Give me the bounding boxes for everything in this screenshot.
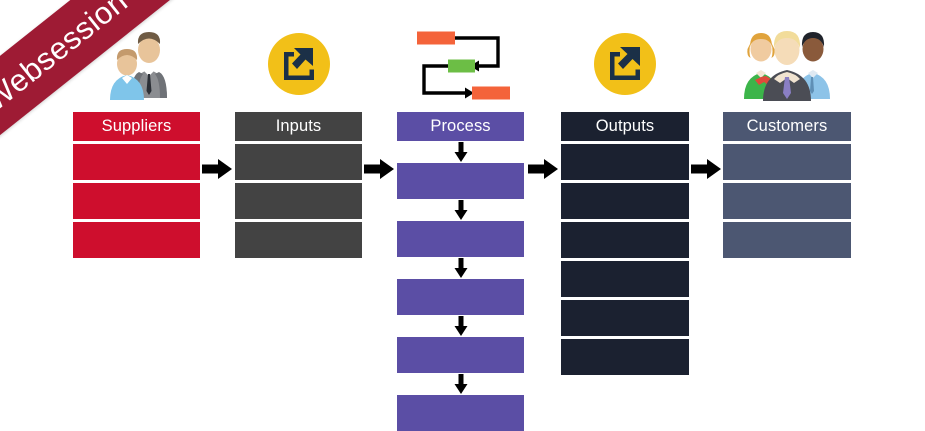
- customers-cell-3[interactable]: [723, 222, 851, 258]
- suppliers-cell-2[interactable]: [73, 183, 200, 219]
- process-flow-arrow-4: [397, 315, 524, 337]
- process-flow-arrow-5: [397, 373, 524, 395]
- column-header-suppliers: Suppliers: [73, 112, 200, 141]
- inputs-cell-1[interactable]: [235, 144, 362, 180]
- process-flow-arrow-3: [397, 257, 524, 279]
- outputs-icon-slot: [561, 24, 688, 104]
- column-inputs: Inputs: [235, 112, 362, 258]
- connector-arrow-outputs-customers: [691, 157, 721, 181]
- suppliers-cell-1[interactable]: [73, 144, 200, 180]
- import-arrow-icon: [267, 33, 330, 95]
- outputs-cell-6[interactable]: [561, 339, 689, 375]
- column-process: Process: [397, 112, 524, 431]
- suppliers-icon-slot: [73, 24, 200, 104]
- customers-cell-2[interactable]: [723, 183, 851, 219]
- businessperson-icon: [109, 32, 167, 100]
- column-header-outputs: Outputs: [561, 112, 689, 141]
- process-cell-1[interactable]: [397, 163, 524, 199]
- column-header-inputs: Inputs: [235, 112, 362, 141]
- suppliers-cell-3[interactable]: [73, 222, 200, 258]
- connector-arrow-inputs-process: [364, 157, 394, 181]
- connector-arrow-process-outputs: [528, 157, 558, 181]
- process-cell-2[interactable]: [397, 221, 524, 257]
- outputs-cell-5[interactable]: [561, 300, 689, 336]
- outputs-cell-2[interactable]: [561, 183, 689, 219]
- customers-icon-slot: [723, 24, 850, 104]
- inputs-icon-slot: [235, 24, 362, 104]
- outputs-cell-1[interactable]: [561, 144, 689, 180]
- column-outputs: Outputs: [561, 112, 689, 375]
- column-suppliers: Suppliers: [73, 112, 200, 258]
- outputs-cell-4[interactable]: [561, 261, 689, 297]
- column-customers: Customers: [723, 112, 851, 258]
- column-header-process: Process: [397, 112, 524, 141]
- process-flow-arrow-1: [397, 141, 524, 163]
- process-cell-4[interactable]: [397, 337, 524, 373]
- process-cell-3[interactable]: [397, 279, 524, 315]
- outputs-cell-3[interactable]: [561, 222, 689, 258]
- process-flow-arrow-2: [397, 199, 524, 221]
- export-arrow-icon: [593, 33, 656, 95]
- connector-arrow-suppliers-inputs: [202, 157, 232, 181]
- column-header-customers: Customers: [723, 112, 851, 141]
- customers-group-icon: [743, 31, 830, 101]
- inputs-cell-2[interactable]: [235, 183, 362, 219]
- inputs-cell-3[interactable]: [235, 222, 362, 258]
- flowchart-icon: [416, 31, 510, 100]
- process-cell-5[interactable]: [397, 395, 524, 431]
- process-icon-slot: [397, 24, 524, 104]
- customers-cell-1[interactable]: [723, 144, 851, 180]
